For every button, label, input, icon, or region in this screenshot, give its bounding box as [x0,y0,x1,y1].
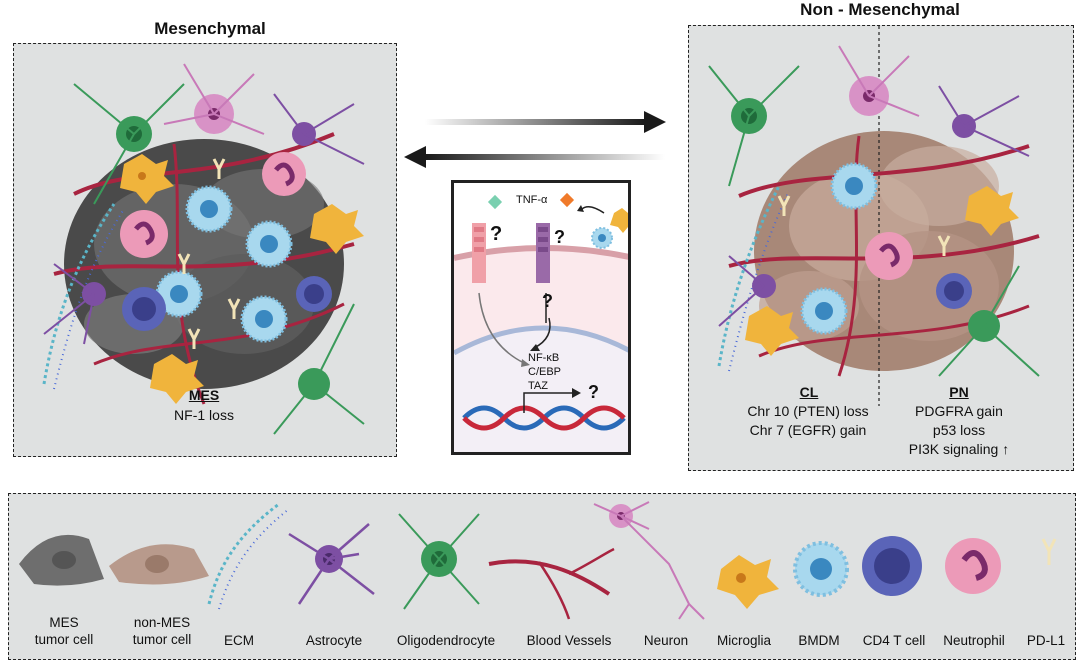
mes-subtype-label: MES [188,387,220,403]
legend-label-pd-l1: PD-L1 [1026,633,1066,648]
legend-label-cd4-t-cell: CD4 T cell [862,633,926,648]
receptor-2-question: ? [554,227,565,247]
cl-alteration-1: Chr 7 (EGFR) gain [749,422,867,438]
legend-label-microglia: Microglia [716,633,771,648]
astrocyte-icon [288,523,375,605]
legend-label-oligodendrocyte: Oligodendrocyte [396,633,496,648]
left-panel-title: Mesenchymal [154,19,266,38]
cd4-t-cell-icon [862,536,922,596]
pn-alteration-0: PDGFRA gain [915,403,1003,419]
microglia-icon [717,555,779,609]
legend-label-neutrophil: Neutrophil [943,633,1005,648]
neutrophil-icon [945,538,1001,594]
legend-label-blood-vessels: Blood Vessels [526,633,612,648]
legend-icons [19,501,1057,620]
pn-alteration-2: PI3K signaling ↑ [908,441,1010,457]
transcription-question: ? [588,382,599,402]
cl-alteration-0: Chr 10 (PTEN) loss [747,403,869,419]
blood-vessels-icon [488,547,615,620]
signaling-question: ? [542,291,553,311]
pn-subtype-label: PN [949,384,969,400]
tf-nfkb: NF-κB [528,352,560,364]
tf-cebp: C/EBP [528,366,562,378]
mes-alteration-0: NF-1 loss [174,407,234,423]
tnf-alpha-label: TNF-α [516,194,548,206]
oligodendrocyte-icon [398,513,480,610]
mesenchymal-panel: MES NF-1 loss [13,43,397,457]
legend-label-neuron: Neuron [643,633,689,648]
legend-label-ecm: ECM [224,633,254,648]
non-mesenchymal-tumor-illustration [708,26,1040,406]
pn-alteration-1: p53 loss [932,422,986,438]
bmdm-icon [793,541,849,597]
cl-subtype-label: CL [799,384,819,400]
tf-taz: TAZ [528,380,548,392]
right-panel-title: Non - Mesenchymal [800,0,960,19]
legend-label-astrocyte: Astrocyte [305,633,363,648]
receptor-1-question: ? [490,223,503,245]
non-mes-tumor-cell-icon [109,544,209,585]
mesenchymal-tumor-illustration [42,63,365,435]
signaling-mechanism-box: TNF-α ? ? ? NF-κB C/EBP TAZ ? [451,180,631,455]
mes-tumor-cell-icon [19,534,104,586]
signaling-illustration [454,192,628,452]
ecm-icon [207,502,290,610]
non-mesenchymal-panel: CL Chr 10 (PTEN) loss Chr 7 (EGFR) gain … [688,25,1074,471]
neuron-icon [593,501,705,620]
legend-label-bmdm: BMDM [798,633,840,648]
transition-arrows [404,111,666,168]
pd-l1-icon [1041,538,1057,565]
